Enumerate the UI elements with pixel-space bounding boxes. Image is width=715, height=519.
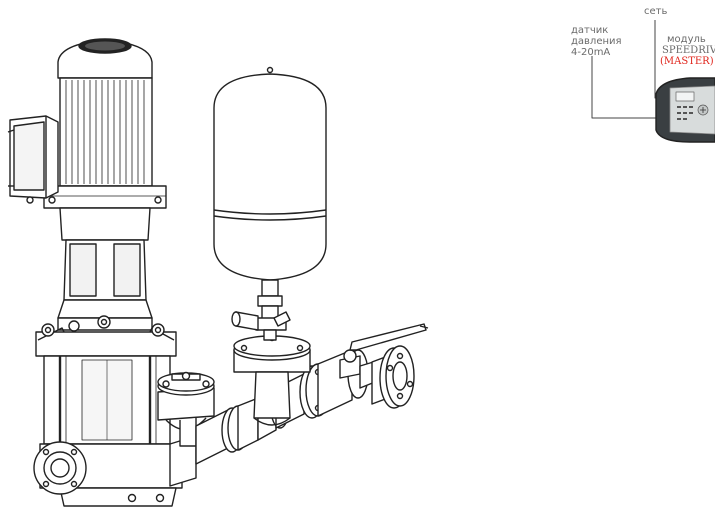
label-sensor-line1: датчик — [571, 25, 609, 36]
expansion-tank — [213, 66, 327, 307]
motor — [7, 38, 167, 209]
lantern — [57, 207, 153, 331]
terminal-box — [7, 115, 59, 204]
inlet-flange — [33, 441, 87, 495]
label-sensor-line2: давления — [571, 36, 622, 47]
outlet-flange — [371, 345, 415, 409]
label-network: сеть — [644, 6, 668, 17]
tee-fitting — [233, 334, 311, 426]
label-sensor-line3: 4-20mA — [571, 47, 611, 58]
speedrive-module — [655, 77, 715, 143]
pump-base — [33, 435, 197, 507]
sensor-wire — [591, 56, 658, 119]
pressure-sensor — [231, 305, 291, 341]
pump-barrel — [43, 355, 171, 445]
label-module-line3: (MASTER) — [660, 56, 714, 67]
check-valve — [157, 371, 215, 447]
pump-head — [35, 315, 177, 357]
label-module-line1: модуль — [667, 34, 706, 45]
label-module-line2: SPEEDRIVE — [662, 45, 715, 56]
